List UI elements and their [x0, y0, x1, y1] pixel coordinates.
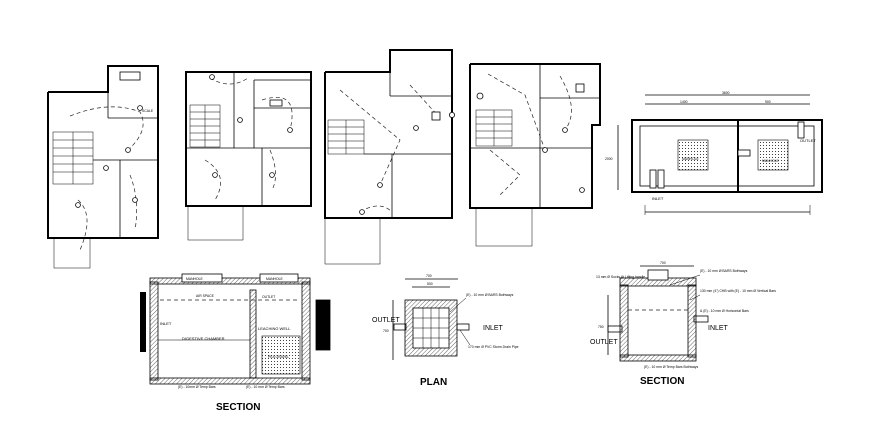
dim-right: 900 — [765, 100, 771, 104]
note-temp-bars-1: (E) - 10mm Ø Temp Bars — [178, 385, 216, 389]
septic-plan-middle: 700 500 700 OUTLET INLET (E) - 10 mm Ø B… — [372, 274, 519, 388]
label-manhole-2: MANHOLE — [762, 159, 780, 163]
label-digestive-chamber: DIGESTIVE CHAMBER — [182, 336, 225, 341]
svg-text:SCALE: SCALE — [142, 109, 154, 113]
septic-section-left: MANHOLE MANHOLE AIR SPACE OUTLET INLET D… — [140, 273, 331, 413]
floor-plan-4 — [469, 63, 601, 247]
dim-overall: 3600 — [722, 91, 730, 95]
title-section-left: SECTION — [216, 402, 260, 413]
septic-section-right: 700 750 OUTLET INLET 13 mm Ø Socks At Li… — [590, 261, 776, 387]
dim-left: 1400 — [680, 100, 688, 104]
note-pvc: 170 mm Ø PVC Storm Drain Pipe — [468, 345, 519, 349]
floor-plan-3 — [324, 49, 455, 265]
label-outlet-section: OUTLET — [262, 295, 275, 299]
dim-height: 2000 — [605, 157, 613, 161]
label-outlet-plan: OUTLET — [372, 317, 400, 324]
note-bars-section: (E) - 10 mm Ø BARS Bothways — [700, 269, 748, 273]
label-inlet-top: INLET — [652, 196, 664, 201]
pea-gravel-fill — [261, 335, 301, 375]
note-chb: 130 mm (4") CHB with (E) - 10 mm Ø Verti… — [700, 289, 776, 293]
dim-section-top: 700 — [660, 261, 666, 265]
label-manhole-s2: MANHOLE — [266, 277, 284, 281]
note-horizontal-bars: & (E) - 10 mm Ø Horizontal Bars — [700, 309, 749, 313]
dim-section-side: 750 — [598, 325, 604, 329]
floor-plan-2 — [185, 71, 312, 241]
note-bars-plan: (E) - 10 mm Ø BARS Bothways — [466, 293, 514, 297]
label-inlet-plan: INLET — [483, 325, 504, 332]
note-temp-bars-r: (E) - 10 mm Ø Temp Bars Bothways — [644, 365, 699, 369]
manhole-right — [757, 139, 789, 171]
label-air-space: AIR SPACE — [196, 294, 215, 298]
note-temp-bars-2: (E) - 10 mm Ø Temp Bars — [246, 385, 285, 389]
dim-plan-side: 700 — [383, 329, 389, 333]
label-outlet-top: OUTLET — [800, 138, 816, 143]
label-inlet-section: INLET — [160, 321, 172, 326]
dim-plan-overall: 700 — [426, 274, 432, 278]
manhole-left — [677, 139, 709, 171]
label-inlet-section-r: INLET — [708, 325, 729, 332]
label-pea-gravel: PEA GRAVEL — [268, 355, 289, 359]
label-manhole-1: MANHOLE — [682, 157, 700, 161]
note-slab: 13 mm Ø Socks At Lifting handle — [596, 275, 645, 279]
label-manhole-s1: MANHOLE — [186, 277, 204, 281]
title-section-right: SECTION — [640, 376, 684, 387]
label-leaching-well: LEACHING WELL — [258, 326, 291, 331]
septic-top-plan: 3600 1400 900 2000 MANHOLE MANHOLE INLET… — [605, 91, 823, 215]
label-outlet-section-r: OUTLET — [590, 339, 618, 346]
title-plan: PLAN — [420, 377, 447, 388]
dim-plan-inner: 500 — [427, 282, 433, 286]
floor-plan-1: SCALE — [47, 65, 159, 269]
